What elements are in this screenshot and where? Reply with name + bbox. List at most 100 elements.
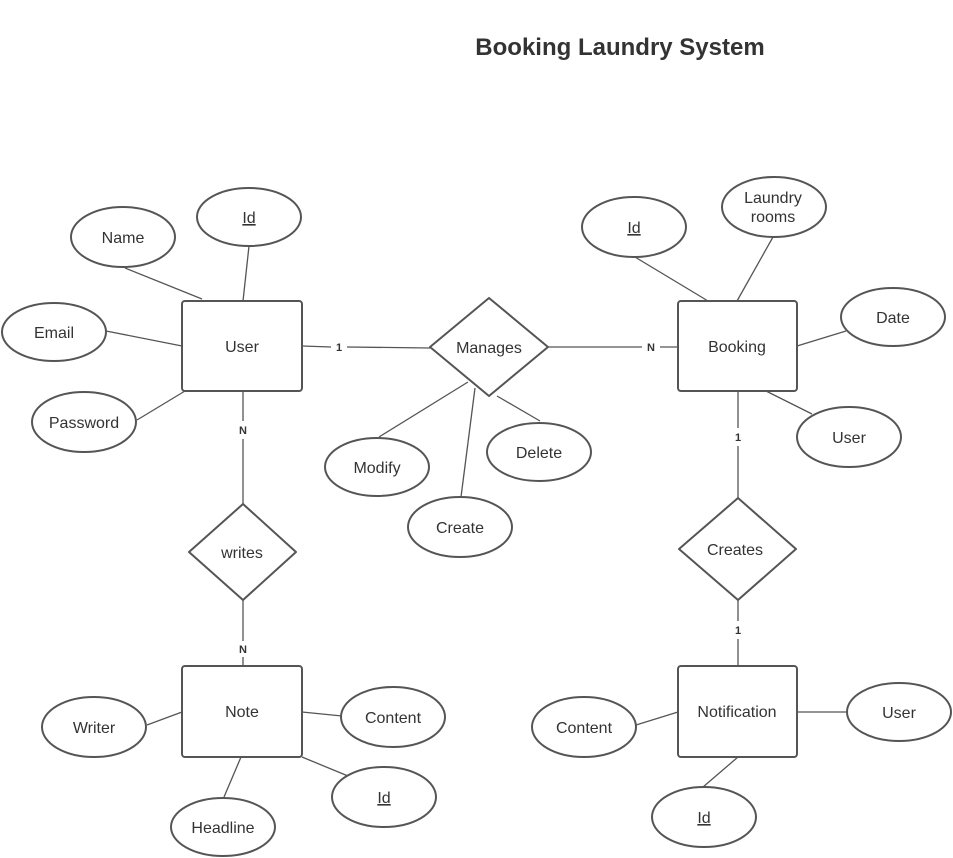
attribute-manages-create[interactable]: Create [407,496,513,558]
attribute-user-name-ellipse [70,206,176,268]
attribute-note-headline-label: Headline [191,820,254,837]
relationship-creates-diamond [678,497,797,601]
cardinality-user-manages: 1 [336,342,342,354]
attribute-user-password[interactable]: Password [31,391,137,453]
attribute-manages-modify[interactable]: Modify [324,437,430,497]
attribute-note-content[interactable]: Content [340,686,446,748]
attribute-manages-create-label: Create [436,520,484,537]
attribute-booking-laundry-rooms-label-line2: rooms [751,209,795,226]
cardinality-user-writes: N [239,425,247,437]
attribute-manages-delete[interactable]: Delete [486,422,592,482]
connectors [105,236,848,798]
entity-user-box [181,300,303,392]
relationship-manages-label: Manages [456,340,522,357]
attribute-user-name[interactable]: Name [70,206,176,268]
attribute-user-email-label: Email [34,325,74,342]
attribute-note-id[interactable]: Id [331,766,437,828]
attribute-notification-id-label: Id [697,810,710,827]
connector-notification-id [702,756,739,788]
entity-note[interactable]: Note [181,665,303,758]
attribute-booking-date-ellipse [840,287,946,347]
attribute-note-content-ellipse [340,686,446,748]
attribute-user-password-ellipse [31,391,137,453]
diagram-title: Booking Laundry System [475,34,764,61]
attribute-manages-delete-ellipse [486,422,592,482]
entity-note-box [181,665,303,758]
attribute-user-email[interactable]: Email [1,302,107,362]
connector-booking-date [796,330,847,347]
connector-notification-content [635,711,679,726]
cardinality-manages-booking: N [647,342,655,354]
connector-booking-laundry-rooms [736,236,774,302]
cardinality-labels: 1 N N N 1 1 [239,342,741,656]
entity-booking-label: Booking [708,339,766,356]
connector-user-email [105,330,183,347]
attribute-user-email-ellipse [1,302,107,362]
entity-user-label: User [225,339,259,356]
attribute-booking-id[interactable]: Id [581,196,687,258]
connector-user-password [136,390,186,421]
attribute-note-headline-ellipse [170,797,276,857]
connector-note-writer [146,711,183,726]
connector-user-manages-b [346,346,431,349]
relationship-writes-label: writes [220,545,263,562]
attribute-note-writer-label: Writer [73,720,116,737]
attribute-user-id-label: Id [242,210,255,227]
connector-manages-delete [496,395,541,422]
cardinality-booking-creates: 1 [735,432,741,444]
attribute-note-writer-ellipse [41,696,147,758]
attribute-booking-laundry-rooms[interactable]: Laundry rooms [721,176,827,238]
cardinality-writes-note: N [239,644,247,656]
attribute-booking-user-ellipse [796,406,902,468]
attribute-booking-user-label: User [832,430,866,447]
attribute-user-id[interactable]: Id [196,187,302,247]
attribute-note-id-ellipse [331,766,437,828]
attribute-note-id-label: Id [377,790,390,807]
relationship-manages[interactable]: Manages [429,297,549,397]
attribute-notification-id[interactable]: Id [651,786,757,848]
attribute-booking-date[interactable]: Date [840,287,946,347]
entity-notification-label: Notification [697,704,776,721]
attribute-booking-id-label: Id [627,220,640,237]
attribute-booking-user[interactable]: User [796,406,902,468]
attribute-note-content-label: Content [365,710,422,727]
attribute-notification-id-ellipse [651,786,757,848]
attribute-notification-content-ellipse [531,696,637,758]
connector-booking-user [765,390,813,415]
relationship-writes-diamond [188,503,297,601]
relationship-manages-diamond [429,297,549,397]
attribute-notification-user[interactable]: User [846,682,952,742]
entity-booking[interactable]: Booking [677,300,798,392]
entity-user[interactable]: User [181,300,303,392]
connector-manages-create [460,387,476,498]
relationship-creates-label: Creates [707,542,763,559]
attribute-user-password-label: Password [49,415,119,432]
attribute-user-id-ellipse [196,187,302,247]
connector-user-name [124,267,203,300]
attribute-manages-modify-ellipse [324,437,430,497]
attribute-notification-content-label: Content [556,720,613,737]
entity-notification-box [677,665,798,758]
entity-notification[interactable]: Notification [677,665,798,758]
attribute-booking-laundry-rooms-label-line1: Laundry [744,190,802,207]
attribute-booking-laundry-rooms-ellipse [721,176,827,238]
cardinality-creates-notification: 1 [735,625,741,637]
attribute-manages-delete-label: Delete [516,445,562,462]
relationship-writes[interactable]: writes [188,503,297,601]
entity-note-label: Note [225,704,259,721]
attribute-notification-user-label: User [882,705,916,722]
connector-booking-id [634,256,709,302]
connector-manages-modify [378,381,469,438]
entity-booking-box [677,300,798,392]
attribute-manages-create-ellipse [407,496,513,558]
connector-note-headline [223,756,242,798]
attribute-note-headline[interactable]: Headline [170,797,276,857]
attribute-notification-user-ellipse [846,682,952,742]
relationship-creates[interactable]: Creates [678,497,797,601]
attribute-user-name-label: Name [102,230,145,247]
attribute-note-writer[interactable]: Writer [41,696,147,758]
attribute-notification-content[interactable]: Content [531,696,637,758]
attribute-manages-modify-label: Modify [353,460,400,477]
connector-note-content [301,711,343,717]
